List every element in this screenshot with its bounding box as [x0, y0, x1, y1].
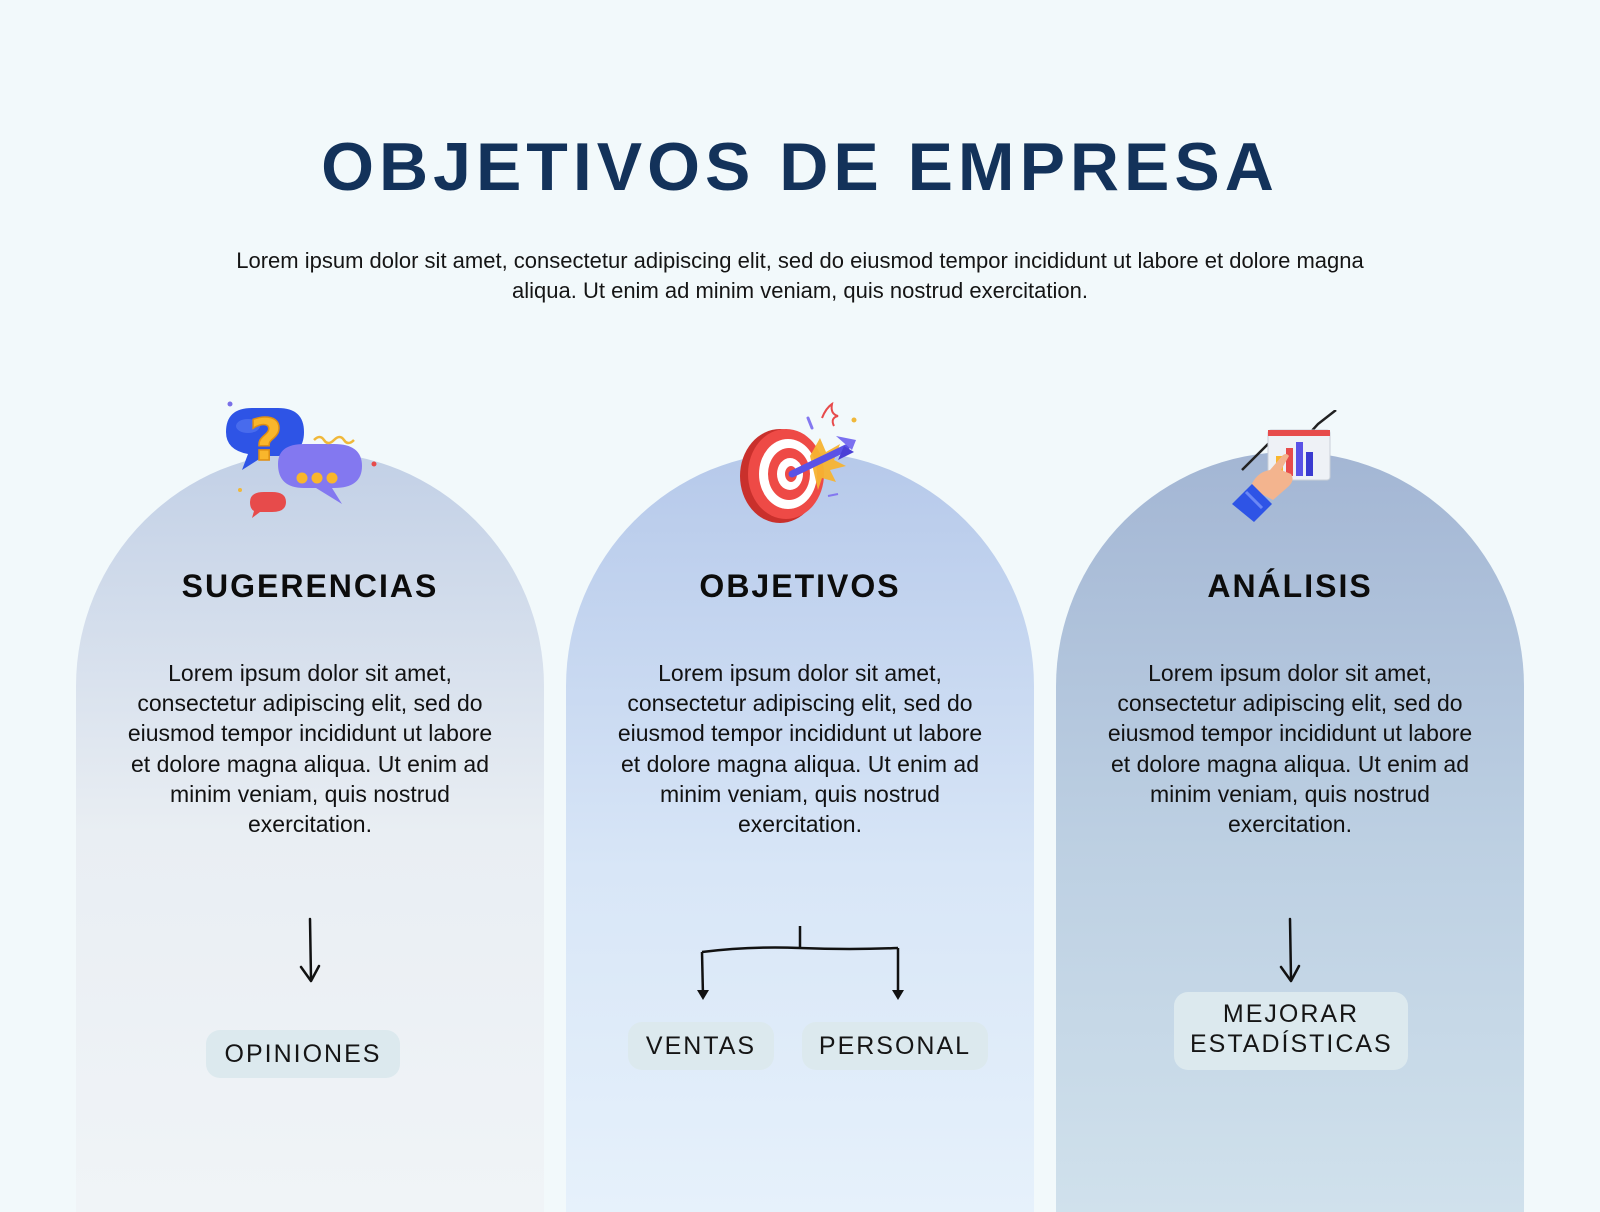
svg-text:?: ? [249, 406, 283, 474]
speech-bubbles-question-icon: ? [226, 401, 377, 518]
card-analisis [1056, 452, 1524, 1212]
down-arrow-analisis [1279, 917, 1301, 983]
target-dart-icon [740, 401, 857, 523]
card-sugerencias [76, 452, 544, 1212]
column-title-analisis: ANÁLISIS [1207, 568, 1373, 604]
column-title-objetivos: OBJETIVOS [699, 568, 901, 604]
tag-opiniones: OPINIONES [206, 1030, 400, 1078]
column-text-sugerencias: Lorem ipsum dolor sit amet, consectetur … [127, 660, 493, 838]
card-objetivos [566, 452, 1034, 1212]
column-title-sugerencias: SUGERENCIAS [181, 568, 439, 604]
page-title: OBJETIVOS DE EMPRESA [321, 129, 1279, 205]
tag-ventas: VENTAS [628, 1022, 774, 1070]
tag-mejorar-estadisticas: MEJORAR ESTADÍSTICAS [1174, 992, 1408, 1070]
intro-text: Lorem ipsum dolor sit amet, consectetur … [236, 248, 1364, 303]
down-arrow-sugerencias [299, 917, 321, 983]
column-text-objetivos: Lorem ipsum dolor sit amet, consectetur … [617, 660, 983, 838]
tag-personal: PERSONAL [802, 1022, 988, 1070]
branch-connector-objetivos [697, 926, 904, 1000]
hand-chart-icon [1232, 410, 1337, 522]
column-text-analisis: Lorem ipsum dolor sit amet, consectetur … [1107, 660, 1473, 838]
